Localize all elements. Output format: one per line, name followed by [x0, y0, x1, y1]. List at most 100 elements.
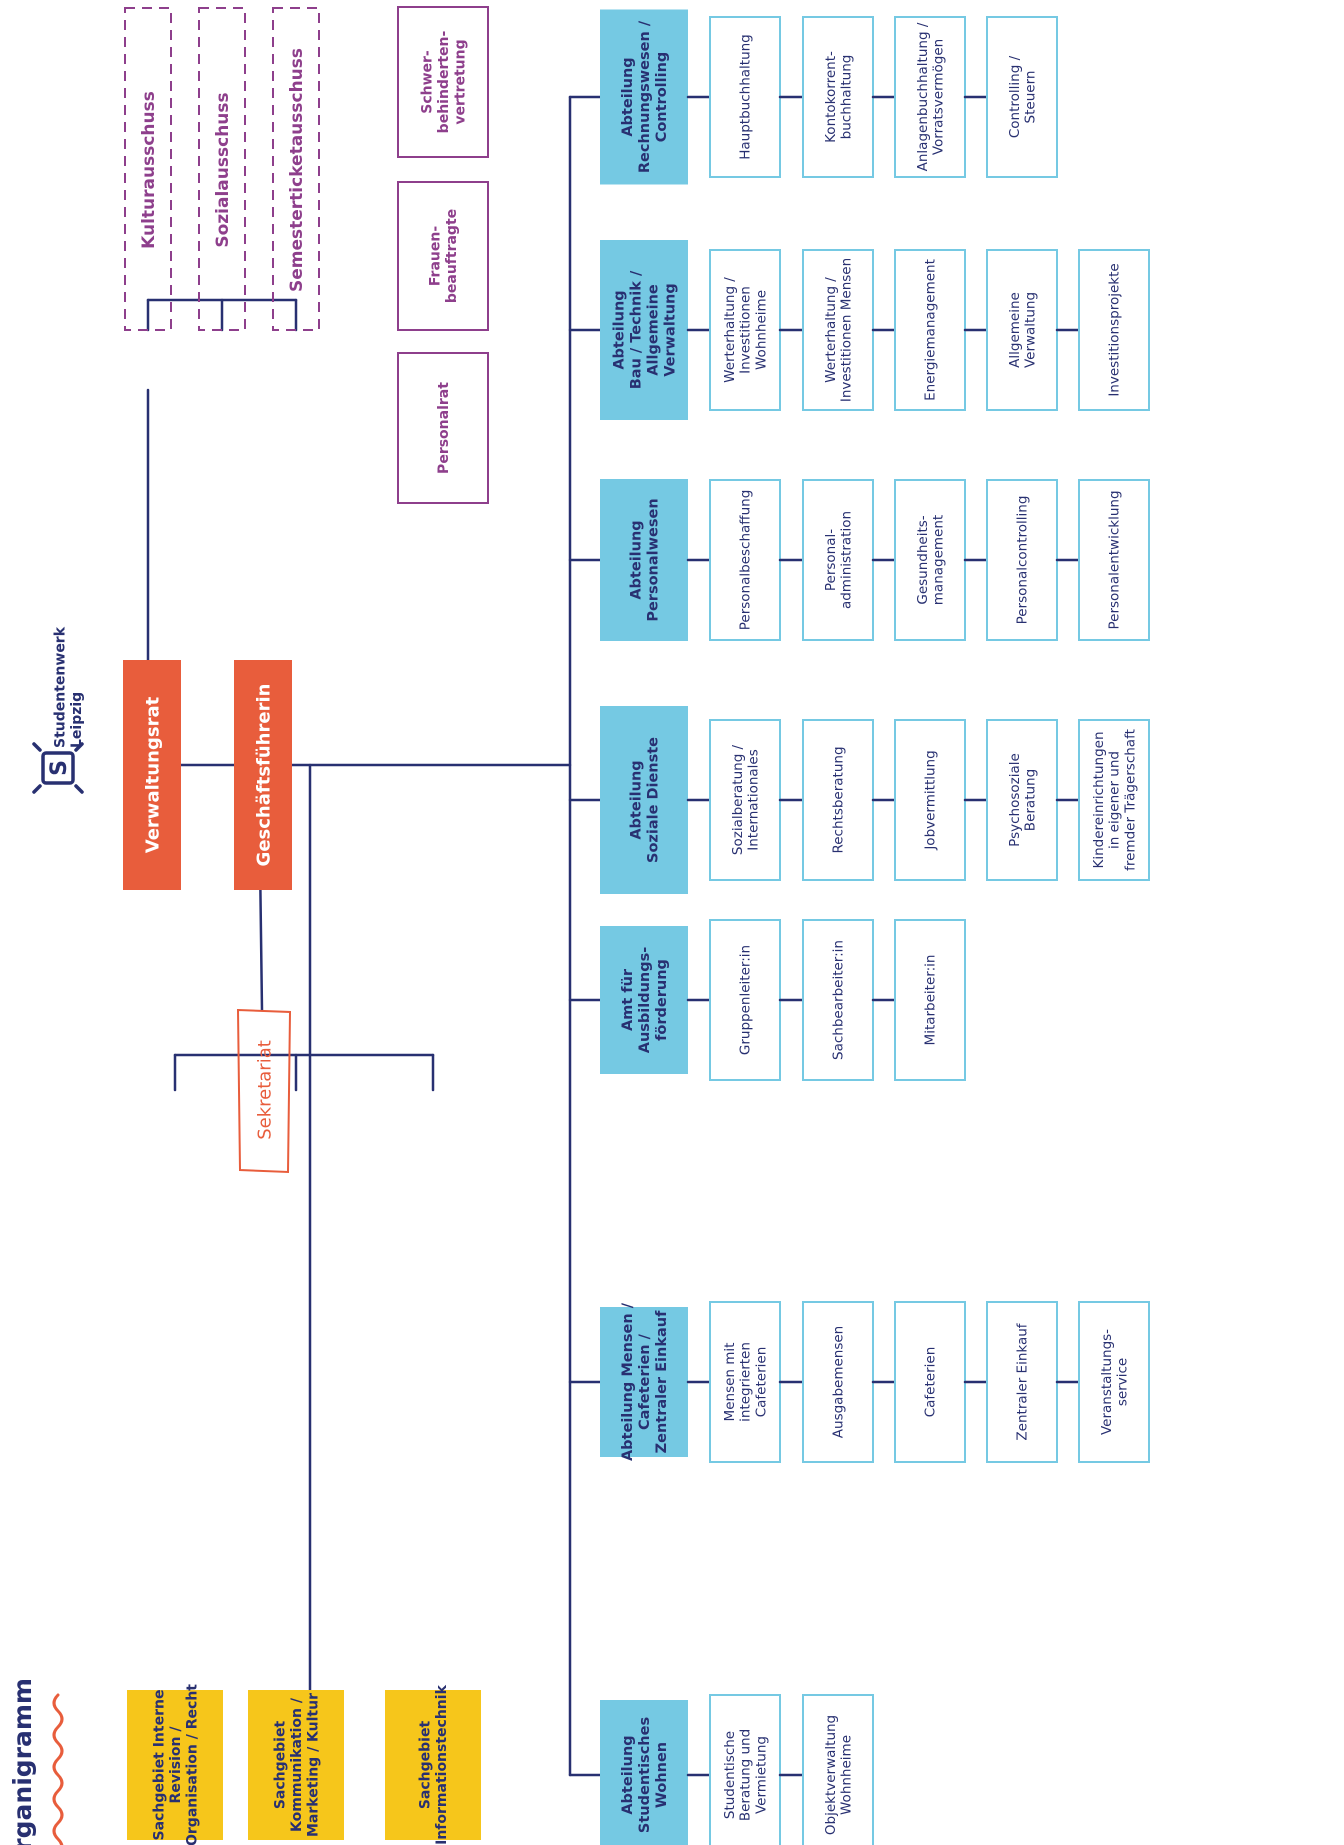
unit-box-3-4 [1078, 719, 1150, 881]
staff-unit-1-text: Sachgebiet [272, 1721, 288, 1810]
unit-5-4-label: Investitionsprojekte [1107, 263, 1123, 396]
title-squiggle-icon [52, 1693, 64, 1845]
unit-5-1-label: Werterhaltung /Investitionen Mensen [823, 258, 855, 402]
unit-3-0-label: Sozialberatung /Internationales [730, 744, 762, 855]
staff-unit-1-text: Kommunikation / [289, 1697, 305, 1832]
unit-4-3-text: Personalcontrolling [1015, 496, 1031, 625]
unit-3-4-text: fremder Trägerschaft [1123, 729, 1139, 871]
unit-4-2-text: Gesundheits- [915, 515, 931, 604]
department-3-text: Soziale Dienste [646, 737, 662, 863]
unit-6-3-text: Controlling / [1007, 55, 1023, 138]
department-5-text: Verwaltung [663, 283, 679, 377]
department-box-6 [600, 9, 688, 185]
department-0-text: Studentisches [637, 1717, 653, 1833]
geschaeftsfuehrerin-label: Geschäftsführerin [253, 684, 274, 867]
unit-4-2-label: Gesundheits-management [915, 515, 947, 605]
unit-box-2-2 [894, 919, 966, 1081]
unit-1-3-label: Zentraler Einkauf [1015, 1322, 1031, 1440]
unit-4-4-text: Personalentwicklung [1107, 490, 1123, 629]
logo-ray-icon [32, 742, 42, 752]
staff-unit-2-text: Sachgebiet [418, 1721, 434, 1810]
representative-1-text: beauftragte [444, 209, 460, 303]
unit-box-6-3 [986, 16, 1058, 178]
unit-box-1-4 [1078, 1301, 1150, 1463]
unit-5-2-label: Energiemanagement [923, 259, 939, 401]
unit-box-2-1 [802, 919, 874, 1081]
committee-0-text: Kulturausschuss [139, 91, 159, 249]
department-5-text: Allgemeine [646, 284, 662, 376]
unit-2-2-label: Mitarbeiter:in [923, 955, 939, 1046]
unit-4-4-label: Personalentwicklung [1107, 490, 1123, 629]
unit-4-0-label: Personalbeschaffung [738, 490, 754, 631]
unit-1-1-text: Ausgabemensen [831, 1326, 847, 1438]
unit-1-2-label: Cafeterien [923, 1347, 939, 1418]
staff-unit-0-text: Revision / [168, 1726, 184, 1804]
unit-1-0-text: Cafeterien [754, 1347, 770, 1418]
department-2-text: förderung [654, 959, 670, 1041]
unit-0-0-text: Beratung und [738, 1729, 754, 1821]
representative-0-text: Personalrat [436, 382, 452, 474]
verwaltungsrat-text: Verwaltungsrat [142, 696, 163, 853]
department-6-text: Abteilung [620, 57, 636, 136]
unit-5-0-text: Wohnheime [754, 290, 770, 370]
representative-1-label: Frauen-beauftragte [428, 209, 461, 303]
unit-box-5-4 [1078, 249, 1150, 411]
unit-box-3-2 [894, 719, 966, 881]
department-3-text: Abteilung [629, 760, 645, 839]
unit-3-0-text: Sozialberatung / [730, 744, 746, 855]
unit-box-5-0 [709, 249, 781, 411]
unit-box-6-2 [894, 16, 966, 178]
unit-4-2-text: management [931, 515, 947, 605]
representative-1-text: Frauen- [428, 226, 444, 286]
staff-unit-box-1 [248, 1690, 344, 1840]
unit-box-5-3 [986, 249, 1058, 411]
representative-2-text: behinderten- [436, 30, 452, 133]
unit-box-3-1 [802, 719, 874, 881]
logo-ray-icon [74, 784, 84, 794]
sekretariat-text: Sekretariat [254, 1040, 275, 1140]
logo-mark-text: S [47, 760, 72, 776]
unit-3-3-text: Beratung [1023, 769, 1039, 831]
unit-3-2-label: Jobvermittlung [923, 750, 939, 850]
department-box-2 [600, 926, 688, 1074]
unit-5-3-text: Allgemeine [1007, 292, 1023, 368]
logo-text: Leipzig [69, 692, 85, 748]
representative-box-2 [397, 6, 489, 158]
verwaltungsrat-label: Verwaltungsrat [142, 696, 163, 853]
logo-square-icon [41, 751, 75, 785]
staff-unit-box-2 [385, 1690, 481, 1840]
staff-unit-1-text: Marketing / Kultur [305, 1693, 321, 1837]
unit-box-4-0 [709, 479, 781, 641]
representative-box-1 [397, 181, 489, 331]
unit-box-3-3 [986, 719, 1058, 881]
unit-2-2-text: Mitarbeiter:in [923, 955, 939, 1046]
department-1-text: Cafeterien / [637, 1333, 653, 1430]
unit-2-1-text: Sachbearbeiter:in [831, 940, 847, 1060]
staff-unit-0-text: Organisation / Recht [184, 1684, 200, 1845]
unit-box-4-2 [894, 479, 966, 641]
department-0-text: Abteilung [620, 1735, 636, 1814]
geschaeftsfuehrerin-box [234, 660, 292, 890]
department-6-text: Rechnungswesen / [637, 20, 653, 173]
unit-0-1-text: Wohnheime [839, 1735, 855, 1815]
representative-2-label: Schwer-behinderten-vertretung [419, 30, 468, 133]
unit-3-2-text: Jobvermittlung [923, 750, 939, 850]
logo-ray-icon [32, 784, 42, 794]
department-5-text: Abteilung [611, 290, 627, 369]
unit-box-1-2 [894, 1301, 966, 1463]
unit-6-1-text: buchhaltung [839, 55, 855, 140]
logo-ray-icon [74, 742, 84, 752]
unit-3-3-text: Psychosoziale [1007, 753, 1023, 847]
department-5-text: Bau / Technik / [629, 270, 645, 389]
